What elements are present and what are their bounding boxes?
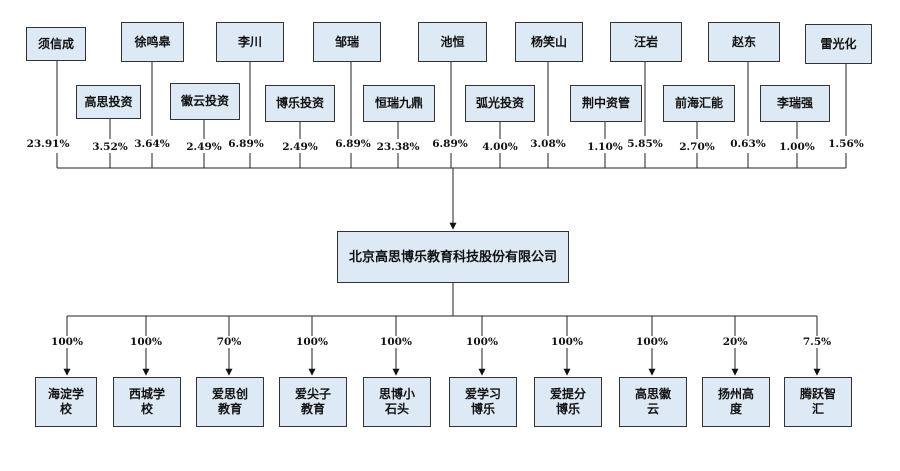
subsidiary-percent: 100% [635,336,669,348]
shareholder-box: 池恒 [418,22,487,62]
shareholder-box: 雷光化 [805,24,872,64]
shareholder-box: 李瑞强 [760,85,830,122]
subsidiary-percent: 70% [215,336,243,348]
shareholder-percent: 6.89% [432,138,468,150]
shareholder-box: 邹瑞 [313,22,381,62]
shareholder-box: 须信成 [26,27,86,61]
shareholder-percent: 2.49% [186,141,222,153]
subsidiary-percent: 7.5% [801,336,833,348]
shareholder-box: 前海汇能 [663,85,735,122]
subsidiary-box: 爱提分博乐 [534,377,602,427]
shareholder-box: 高思投资 [76,85,141,119]
subsidiary-box: 西城学校 [113,377,181,427]
subsidiary-percent: 100% [379,336,413,348]
subsidiary-box: 爱思创教育 [196,377,264,427]
shareholder-box: 徽云投资 [170,83,240,120]
shareholder-percent: 3.08% [530,138,566,150]
subsidiary-percent: 20% [721,336,749,348]
subsidiary-box: 腾跃智汇 [784,377,852,427]
shareholder-box: 荆中资管 [570,85,642,122]
shareholder-box: 弧光投资 [465,85,535,122]
shareholder-percent: 4.00% [482,141,518,153]
shareholder-box: 汪岩 [610,22,682,62]
shareholder-percent: 1.10% [587,141,623,153]
shareholder-box: 杨笑山 [515,22,583,62]
shareholder-percent: 2.49% [282,141,318,153]
shareholder-percent: 23.91% [26,138,70,150]
shareholder-percent: 6.89% [228,138,264,150]
shareholder-percent: 1.56% [828,138,864,150]
subsidiary-percent: 100% [465,336,499,348]
subsidiary-box: 海淀学校 [35,377,97,427]
shareholder-percent: 1.00% [779,141,815,153]
shareholder-percent: 5.85% [627,138,663,150]
shareholder-percent: 0.63% [730,138,766,150]
shareholder-box: 徐鸣皋 [121,22,184,62]
shareholder-box: 恒瑞九鼎 [363,85,435,122]
subsidiary-box: 思博小石头 [363,377,431,427]
subsidiary-percent: 100% [50,336,84,348]
subsidiary-box: 爱学习博乐 [449,377,517,427]
shareholder-percent: 2.70% [679,141,715,153]
shareholder-percent: 3.52% [92,141,128,153]
shareholder-percent: 3.64% [134,138,170,150]
subsidiary-box: 扬州高度 [702,377,770,427]
shareholder-box: 李川 [216,22,284,62]
shareholder-box: 赵东 [708,22,780,62]
subsidiary-box: 爱尖子教育 [279,377,347,427]
subsidiary-box: 高思徽云 [619,377,687,427]
subsidiary-percent: 100% [129,336,163,348]
subsidiary-percent: 100% [295,336,329,348]
shareholder-percent: 23.38% [376,141,420,153]
shareholder-box: 博乐投资 [265,85,335,122]
shareholder-percent: 6.89% [335,138,371,150]
company-box: 北京高思博乐教育科技股份有限公司 [337,231,569,283]
subsidiary-percent: 100% [550,336,584,348]
